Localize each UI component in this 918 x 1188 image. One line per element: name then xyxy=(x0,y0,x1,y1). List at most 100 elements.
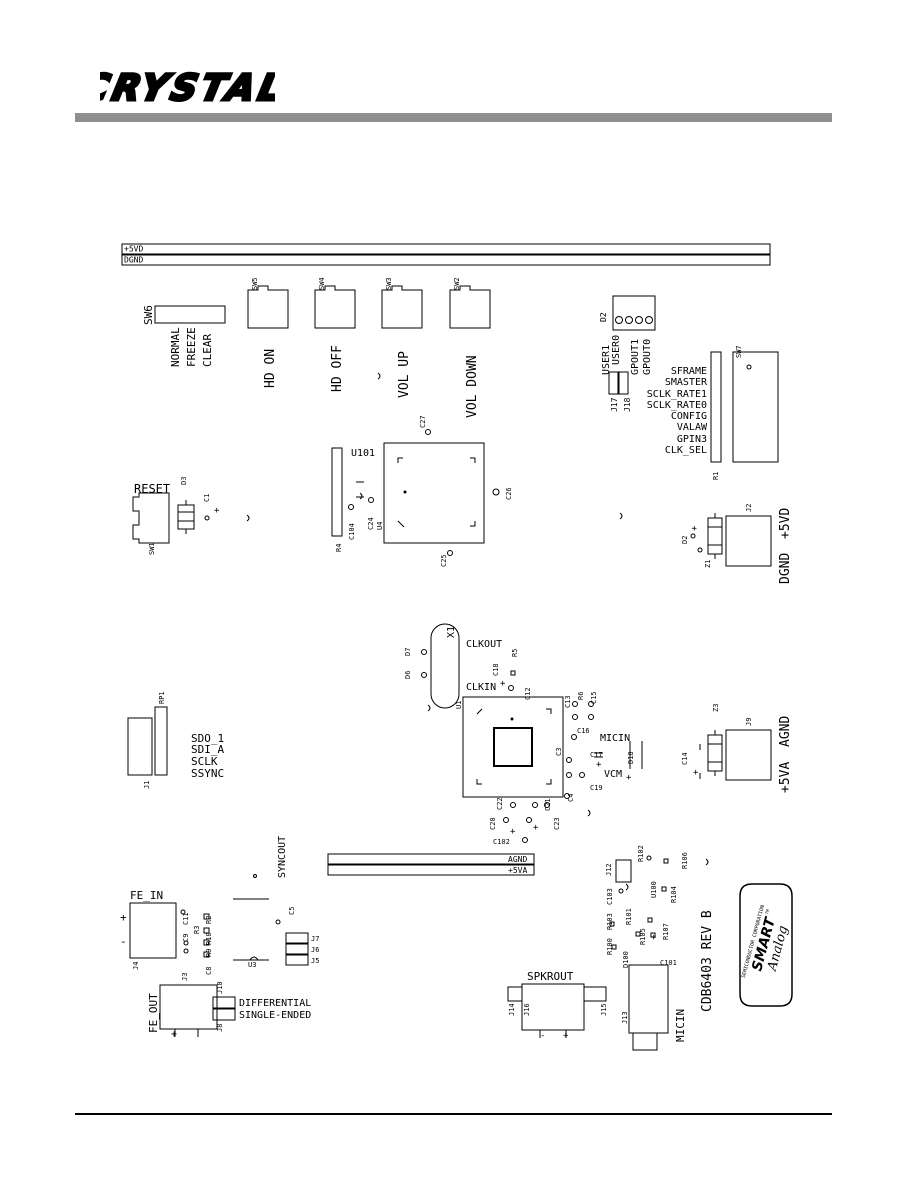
j1-serial-header xyxy=(127,717,153,776)
sw3-button xyxy=(381,285,423,329)
clkout-label: CLKOUT xyxy=(466,639,502,650)
rail-5va-label: +5VA xyxy=(508,866,527,875)
u101-ref: U101 xyxy=(351,448,375,459)
u4-ref: U4 xyxy=(376,522,384,530)
syncout-label: SYNCOUT xyxy=(277,836,288,878)
micin-jack-label: MICIN xyxy=(674,1009,687,1042)
sw5-ref: SW5 xyxy=(251,277,259,290)
r4-strip xyxy=(331,447,343,537)
fe-in-connector xyxy=(129,902,177,959)
sw2-ref: SW2 xyxy=(453,277,461,290)
smart-analog-badge xyxy=(739,883,793,1007)
micin-trace xyxy=(629,741,643,769)
j10-ref: J10 xyxy=(216,981,224,994)
d100-ref: D100 xyxy=(622,951,630,968)
sw7-smaster: SMASTER xyxy=(665,377,708,388)
c3-ref: C3 xyxy=(555,748,563,756)
sw3-ref: SW3 xyxy=(385,277,393,290)
c22-ref: C22 xyxy=(496,797,504,810)
j2-plus: + xyxy=(690,525,700,531)
c20-plus: + xyxy=(510,827,516,837)
r102-ref: R102 xyxy=(637,845,645,862)
c18-ref: C18 xyxy=(492,663,500,676)
c12-ref: C12 xyxy=(524,687,532,700)
d18-ref: D18 xyxy=(627,751,635,764)
rp1-resistor-pack xyxy=(154,706,168,776)
c5-ref: C5 xyxy=(288,907,296,915)
u1-codec-chip xyxy=(462,696,564,798)
sw6-slider xyxy=(154,305,226,324)
sw7-gpin3: GPIN3 xyxy=(677,434,707,445)
c8-ref: C8 xyxy=(205,967,213,975)
c26-ref: C26 xyxy=(505,487,513,500)
sw1-ref: SW1 xyxy=(148,542,156,555)
micin-label: MICIN xyxy=(600,733,630,744)
single-ended-label: SINGLE-ENDED xyxy=(239,1010,311,1021)
j13-mic-jack xyxy=(628,964,669,1034)
c9-ref: C9 xyxy=(182,934,190,942)
sw6-freeze-label: FREEZE xyxy=(185,327,198,367)
u3-ref: U3 xyxy=(248,961,256,969)
rail-5vd xyxy=(121,243,771,255)
sw4-button xyxy=(314,285,356,329)
sw4-ref: SW4 xyxy=(318,277,326,290)
c19-ref: C19 xyxy=(590,784,603,792)
fe-in-minus: - xyxy=(120,935,127,948)
sw7-config: CONFIG xyxy=(671,411,707,422)
c23-ref: C23 xyxy=(553,817,561,830)
j16-ref: J16 xyxy=(523,1003,531,1016)
sw7-ref: SW7 xyxy=(735,345,743,358)
logo-text: CRYSTAL xyxy=(100,70,275,108)
d2-led-array xyxy=(612,295,656,331)
r6-ref: R6 xyxy=(577,692,585,700)
u1-ref: U1 xyxy=(455,701,463,709)
crystal-logo: CRYSTAL xyxy=(100,70,275,108)
spkrout-connector xyxy=(521,983,585,1031)
r9-ref: R9 xyxy=(205,949,213,957)
d6-ref: D6 xyxy=(404,671,412,679)
r101-ref: R101 xyxy=(625,908,633,925)
c17-plus: + xyxy=(596,760,602,770)
r104-ref: R104 xyxy=(670,886,678,903)
r1-strip xyxy=(710,351,722,463)
r5-ref: R5 xyxy=(511,649,519,657)
fe-out-label: FE_OUT xyxy=(147,993,160,1033)
spkrout-plus: + xyxy=(563,1031,569,1041)
spkrout-minus: - xyxy=(540,1031,545,1041)
rail-5vd-label: +5VD xyxy=(124,245,143,254)
c20-ref: C20 xyxy=(489,817,497,830)
sw7-sclk-rate1: SCLK_RATE1 xyxy=(647,389,707,400)
gpout1-label: GPOUT1 xyxy=(630,339,641,375)
j3-ref: J3 xyxy=(181,973,189,981)
j2-power-jack xyxy=(725,515,772,567)
rail-agnd xyxy=(327,853,535,865)
gpout0-label: GPOUT0 xyxy=(642,339,653,375)
sw7-sclk-rate0: SCLK_RATE0 xyxy=(647,400,707,411)
rp1-ref: RP1 xyxy=(158,691,166,704)
sw7-sframe: SFRAME xyxy=(671,366,707,377)
r2-ref: R2 xyxy=(205,916,213,924)
c15-ref: C15 xyxy=(590,691,598,704)
d2-diode-ref: D2 xyxy=(681,536,689,544)
clkin-label: CLKIN xyxy=(466,682,496,693)
sw1-reset-switch xyxy=(132,492,170,544)
c4-ref: C4 xyxy=(567,794,575,802)
sdo1-label: SDO_1 xyxy=(191,732,224,745)
c23-plus: + xyxy=(533,823,539,833)
z3-ref: Z3 xyxy=(712,704,720,712)
c104-ref: C104 xyxy=(348,523,356,540)
c17-ref: C17 xyxy=(590,751,603,759)
c18-plus: + xyxy=(500,679,506,689)
rail-dgnd-label: DGND xyxy=(124,256,143,265)
rail-dgnd xyxy=(121,254,771,266)
agnd-label: AGND xyxy=(778,716,793,747)
d3-ref: D3 xyxy=(180,477,188,485)
rail-agnd-label: AGND xyxy=(508,855,527,864)
dgnd-label: DGND xyxy=(778,553,793,584)
vcm-label: VCM xyxy=(604,769,622,780)
c14-ref: C14 xyxy=(681,752,689,765)
differential-label: DIFFERENTIAL xyxy=(239,998,311,1009)
vol-up-label: VOL UP xyxy=(397,351,412,398)
r10-ref: R10 xyxy=(205,932,213,945)
c11-ref: C11 xyxy=(182,912,190,925)
